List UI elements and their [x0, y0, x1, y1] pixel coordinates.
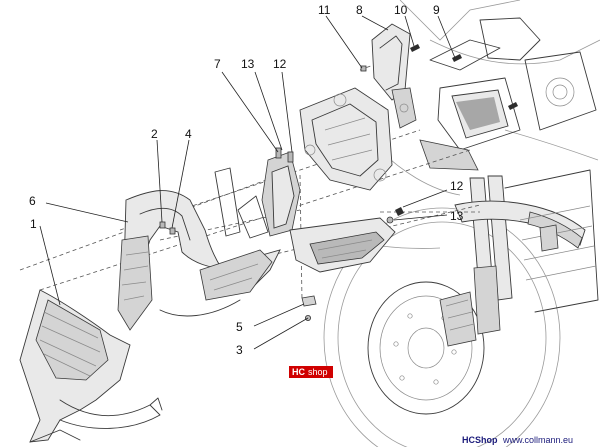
inner-support-frame [299, 87, 393, 191]
hc-shop-logo: HC shop [289, 366, 333, 378]
part-8-bracket [371, 23, 417, 129]
leader-lines [39, 15, 456, 350]
callout-12-upper: 12 [273, 57, 287, 71]
parts-9-10-clips [410, 44, 518, 110]
callout-9: 9 [433, 3, 440, 17]
callout-6: 6 [29, 194, 36, 208]
callout-2: 2 [151, 127, 158, 141]
callout-10: 10 [394, 3, 408, 17]
parts-3-5-fasteners [301, 295, 317, 321]
watermark: HCShop www.collmann.eu [462, 435, 573, 445]
part-6-upper-fairing [117, 167, 281, 331]
motorcycle-outline [323, 0, 600, 447]
watermark-url: www.collmann.eu [502, 435, 573, 445]
callout-labels: 1 6 2 4 5 3 7 13 12 11 8 10 9 12 13 [29, 3, 464, 357]
part-7-bracket [261, 147, 301, 237]
callout-12-lower: 12 [450, 179, 464, 193]
callout-13-upper: 13 [241, 57, 255, 71]
callout-13-lower: 13 [450, 209, 464, 223]
parts-2-4-screws [159, 221, 176, 235]
logo-hc: HC [292, 367, 305, 377]
watermark-brand: HCShop [462, 435, 498, 445]
lower-duct [289, 207, 404, 273]
callout-7: 7 [214, 57, 221, 71]
logo-shop: shop [308, 367, 328, 377]
callout-8: 8 [356, 3, 363, 17]
callout-11: 11 [318, 3, 331, 17]
callout-4: 4 [185, 127, 192, 141]
callout-3: 3 [236, 343, 243, 357]
part-11-screw [360, 65, 367, 72]
callout-1: 1 [30, 217, 37, 231]
callout-5: 5 [236, 320, 243, 334]
